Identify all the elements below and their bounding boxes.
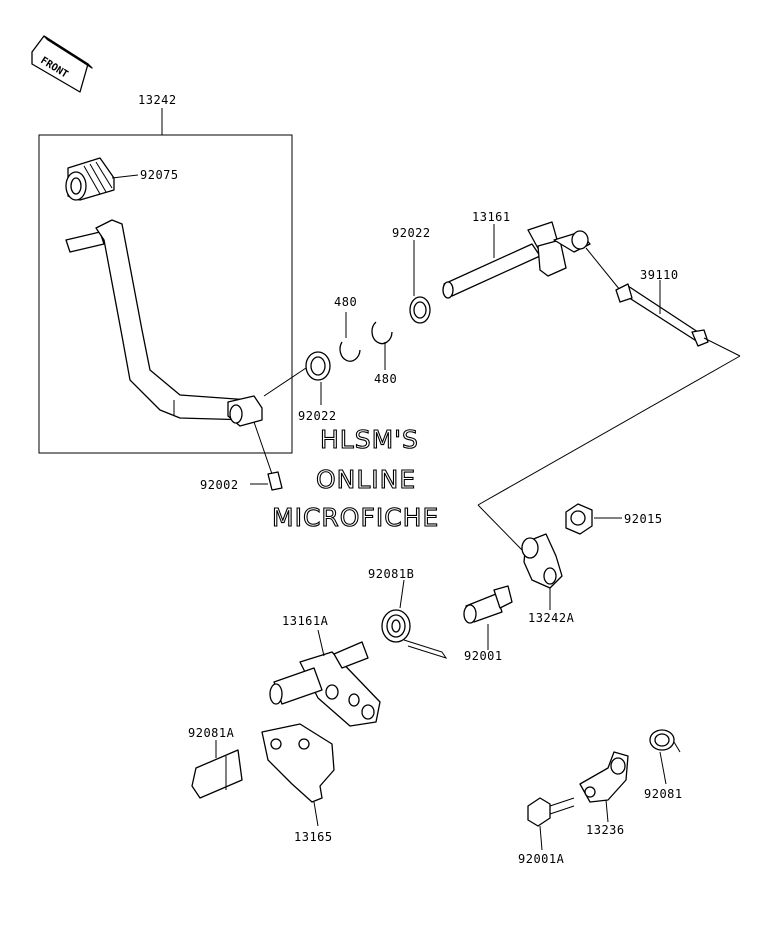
shift-lever-13242a xyxy=(521,533,563,610)
plate-13165 xyxy=(261,723,335,827)
spring-92081b xyxy=(381,579,448,659)
nut-92015 xyxy=(565,503,622,535)
watermark-line-2: ONLINE xyxy=(316,465,416,494)
front-arrow-icon: FRONT xyxy=(31,35,93,93)
label-13236: 13236 xyxy=(586,823,625,837)
label-92001: 92001 xyxy=(464,649,503,663)
label-92075: 92075 xyxy=(140,168,179,182)
washer-92022-bottom xyxy=(263,351,331,405)
washer-92022-top xyxy=(409,240,431,324)
shift-pedal xyxy=(65,219,263,427)
label-480-bottom: 480 xyxy=(374,372,397,386)
tie-rod-39110 xyxy=(477,280,741,551)
label-92015: 92015 xyxy=(624,512,663,526)
shift-shaft-13161 xyxy=(442,221,621,299)
circlip-480-left xyxy=(339,312,361,362)
label-92081: 92081 xyxy=(644,787,683,801)
bolt-92002 xyxy=(250,421,283,491)
label-13161a: 13161A xyxy=(282,614,329,628)
label-92001a: 92001A xyxy=(518,852,565,866)
watermark-line-1: HLSM'S xyxy=(320,425,419,454)
label-13242: 13242 xyxy=(138,93,177,107)
label-39110: 39110 xyxy=(640,268,679,282)
bolt-92001a xyxy=(527,797,575,851)
watermark-line-3: MICROFICHE xyxy=(272,503,439,532)
label-13161: 13161 xyxy=(472,210,511,224)
assembly-box xyxy=(38,108,293,454)
label-92002: 92002 xyxy=(200,478,239,492)
spring-92081 xyxy=(649,729,681,785)
label-92081b: 92081B xyxy=(368,567,414,581)
circlip-480-right xyxy=(371,321,393,370)
shift-shaft-13161a xyxy=(269,629,381,727)
label-480-top: 480 xyxy=(334,295,357,309)
pin-92001 xyxy=(463,585,513,650)
lever-13236 xyxy=(579,751,629,823)
label-92022-top: 92022 xyxy=(392,226,431,240)
label-92022-bottom: 92022 xyxy=(298,409,337,423)
watermark: HLSM'S ONLINE MICROFICHE xyxy=(271,424,439,532)
clip-92081a xyxy=(191,740,243,799)
pedal-rubber xyxy=(65,157,139,201)
label-13242a: 13242A xyxy=(528,611,575,625)
label-92081a: 92081A xyxy=(188,726,235,740)
label-13165: 13165 xyxy=(294,830,333,844)
